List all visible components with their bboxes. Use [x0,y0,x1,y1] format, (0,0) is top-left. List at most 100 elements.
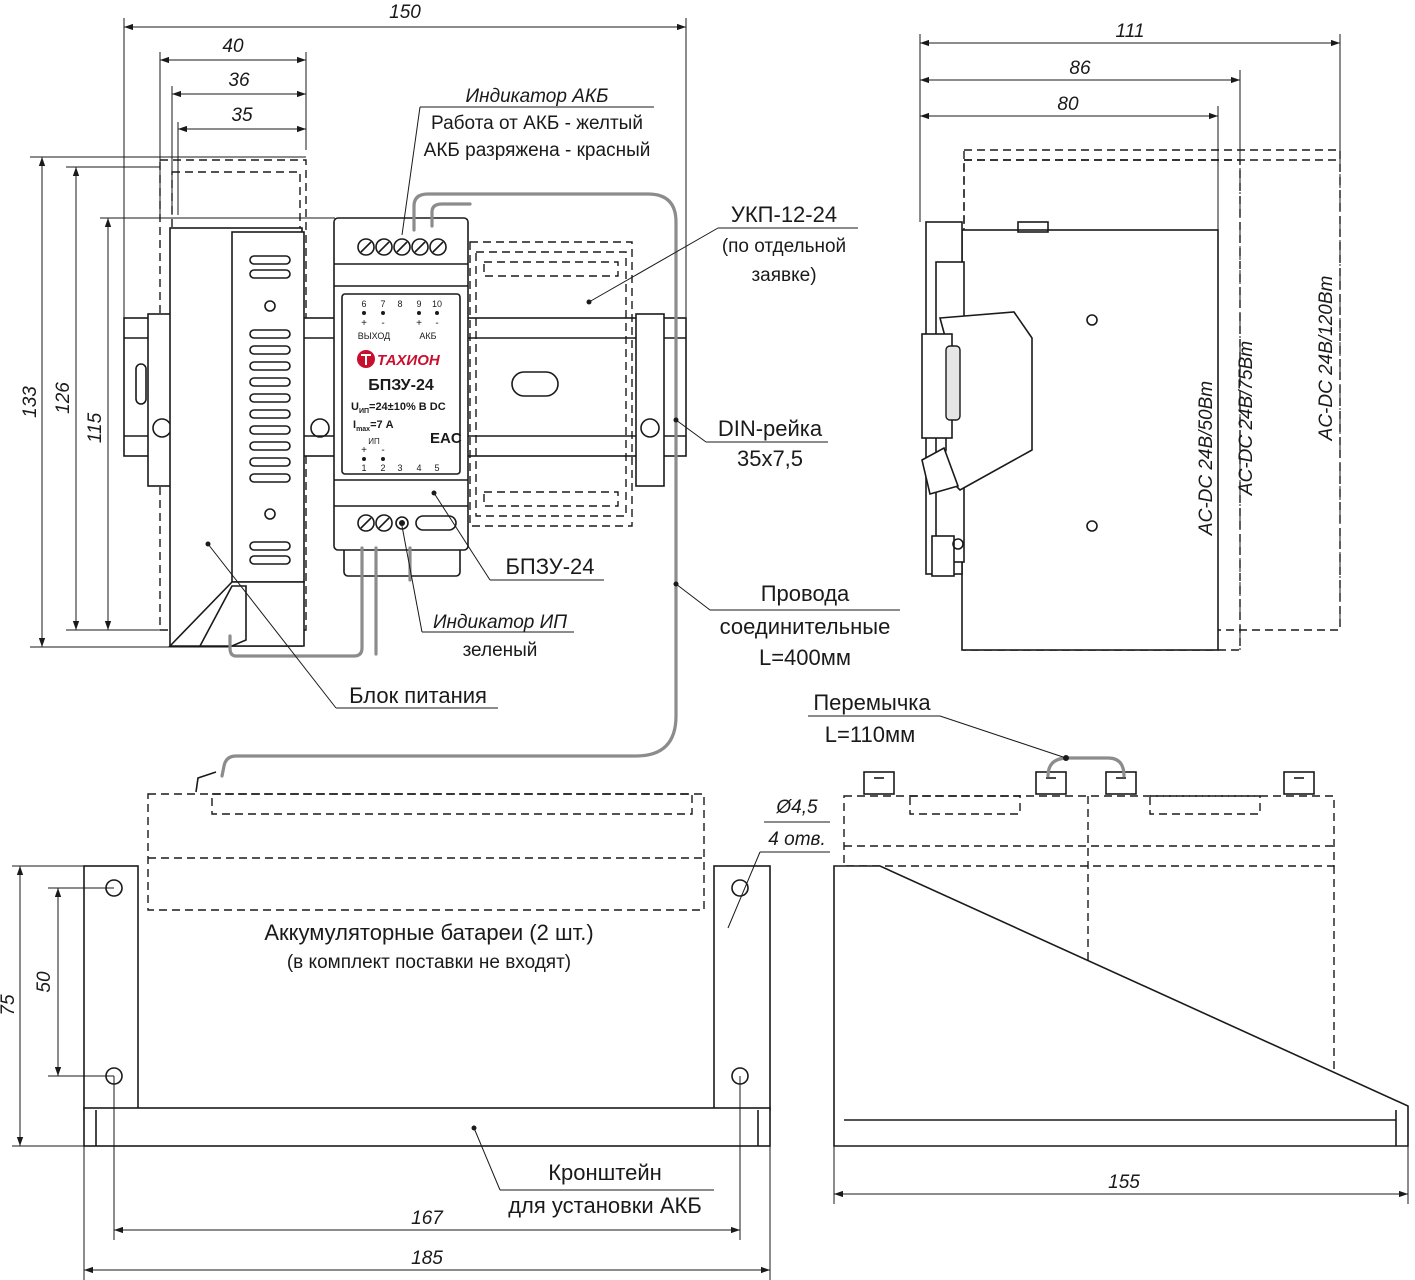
bpzu-label: БПЗУ-24 [505,554,594,579]
ip-terminal-label: ИП [368,437,380,446]
ip-indicator-title: Индикатор ИП [433,612,567,633]
akb-indicator-yellow: Работа от АКБ - желтый [431,113,643,134]
terminal-3-label: 3 [397,463,402,473]
side-view: 111 86 80 [919,21,1341,651]
callout-bracket: Кронштейн для установки АКБ [473,1127,714,1218]
psu-rating-labels: AC-DC 24В/50Вт AC-DC 24В/75Вт AC-DC 24В/… [1196,276,1337,536]
dimension-185: 185 [83,1146,771,1280]
akb-terminal-label: АКБ [419,331,436,341]
svg-text:+: + [416,318,422,329]
psu-120w-label: AC-DC 24В/120Вт [1316,276,1337,442]
callout-ip-indicator: Индикатор ИП зеленый [401,525,574,661]
din-rail-label: DIN-рейка [718,416,823,441]
power-supply-unit [168,227,305,647]
bracket-front-view: Аккумуляторные батареи (2 шт.) (в компле… [0,771,830,1280]
callout-bpzu: БПЗУ-24 [431,490,604,581]
i-value: =7 А [370,419,394,431]
psu-50w-body [921,221,1219,651]
bracket-side-view: Перемычка L=110мм 155 [808,690,1409,1204]
callout-ukp: УКП-12-24 (по отдельной заявке) [586,202,858,305]
u-value: =24±10% В DC [369,401,446,413]
psu-label: Блок питания [349,683,487,708]
jumper-label: Перемычка [813,690,931,715]
jumper-wire [1046,756,1126,778]
bpzu-front-panel [341,293,461,475]
callout-din-rail: DIN-рейка 35х7,5 [673,416,828,471]
jumper-length: L=110мм [825,722,915,747]
dim-50-label: 50 [34,971,55,993]
ukp-note-2: заявке) [751,265,816,286]
ukp-module-dashed [469,241,633,527]
dimension-40: 40 [159,36,307,215]
bracket-note: для установки АКБ [508,1193,702,1218]
svg-text:-: - [381,318,384,329]
akb-indicator-title: Индикатор АКБ [466,86,609,107]
wires-label-2: соединительные [720,614,891,639]
batteries-note: (в комплект поставки не входят) [287,952,571,973]
dimension-80: 80 [920,94,1219,230]
akb-indicator-red: АКБ разряжена - красный [424,140,651,161]
dim-35-label: 35 [231,105,253,126]
svg-text:-: - [381,445,384,456]
battery-terminals [863,771,1315,795]
hole-count-label: 4 отв. [768,829,825,850]
battery-labels: Аккумуляторные батареи (2 шт.) (в компле… [264,920,593,973]
dim-150-label: 150 [389,2,421,23]
ukp-label: УКП-12-24 [731,202,837,227]
dimension-155: 155 [833,1146,1409,1204]
terminal-9-label: 9 [416,299,421,309]
dimension-167: 167 [113,1076,741,1240]
terminal-1-label: 1 [361,463,366,473]
dim-126-label: 126 [53,382,74,414]
device-model-label: БПЗУ-24 [368,377,434,394]
terminal-8-label: 8 [397,299,402,309]
front-view: 150 40 36 35 133 126 [20,2,900,778]
dimension-36: 36 [171,70,306,215]
side-bracket-body [833,865,1409,1147]
psu-50w-label: AC-DC 24В/50Вт [1196,381,1217,536]
psu-vent-slots [249,255,291,565]
ukp-note-1: (по отдельной [722,236,846,257]
bracket-body [83,865,771,1147]
dim-86-label: 86 [1069,58,1091,79]
dim-75-label: 75 [0,994,19,1016]
svg-text:Imax=7 А: Imax=7 А [353,419,394,433]
callout-psu: Блок питания [205,541,498,709]
dimension-75: 75 [0,865,84,1147]
dim-185-label: 185 [411,1248,443,1269]
dim-167-label: 167 [411,1208,444,1229]
dim-40-label: 40 [222,36,244,57]
hole-diameter-label: Ø4,5 [775,797,818,818]
eac-mark: EAC [430,430,462,447]
bracket-label: Кронштейн [548,1160,662,1185]
svg-text:+: + [361,318,367,329]
output-label: ВЫХОД [358,331,391,341]
terminal-4-label: 4 [416,463,421,473]
svg-text:UИП=24±10% В DC: UИП=24±10% В DC [351,401,446,415]
dim-133-label: 133 [20,386,41,418]
side-battery-lid-2 [1149,795,1261,815]
u-sub-label: ИП [359,408,369,415]
callout-hole: Ø4,5 4 отв. [727,797,830,929]
top-terminal-screws [357,238,447,256]
terminal-2-label: 2 [380,463,385,473]
din-rail-size: 35х7,5 [737,446,803,471]
panel-bottom-terminal-numbers: 1 2 3 4 5 [361,463,439,473]
callout-wires: Провода соединительные L=400мм [673,581,900,670]
svg-text:+: + [361,445,367,456]
terminal-10-label: 10 [432,299,442,309]
terminal-7-label: 7 [380,299,385,309]
dim-80-label: 80 [1057,94,1079,115]
side-battery-lid-1 [909,795,1021,815]
terminal-6-label: 6 [361,299,366,309]
i-sub-label: max [356,426,370,433]
battery-lid-dashed [211,793,693,815]
wires-label-3: L=400мм [759,645,851,670]
battery-outline-dashed [147,793,705,911]
panel-top-terminal-numbers: 6 7 8 9 10 + - + - ВЫХОД АКБ [358,299,442,341]
dimension-150: 150 [123,2,687,330]
terminal-5-label: 5 [434,463,439,473]
wires-label-1: Провода [761,581,850,606]
bpzu-device: 6 7 8 9 10 + - + - ВЫХОД АКБ ТАХИОН [333,217,469,577]
